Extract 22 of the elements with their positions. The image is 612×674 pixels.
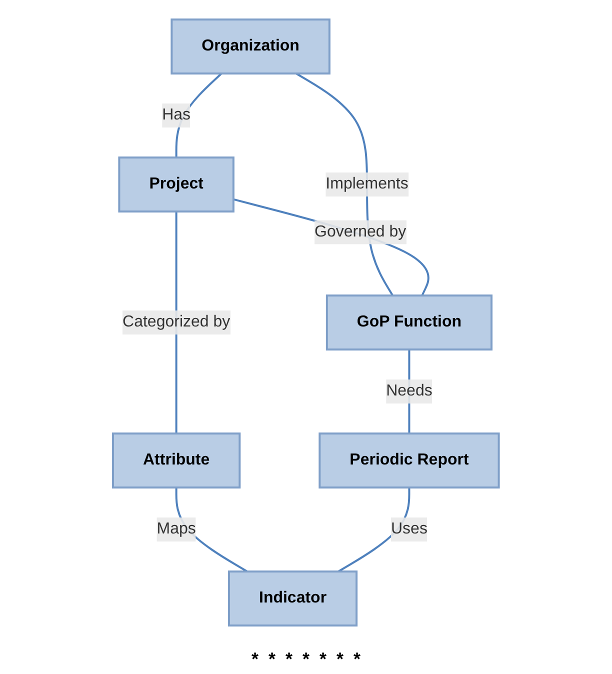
edge-label: Categorized by — [122, 314, 230, 330]
multiplicity-mark: * — [268, 649, 276, 670]
multiplicity-mark: * — [354, 649, 361, 670]
node-box: Organization — [170, 18, 331, 74]
edge-label: Has — [162, 106, 191, 124]
edge-label: Uses — [391, 520, 428, 538]
multiplicity-mark: * — [336, 649, 344, 670]
multiplicity-mark: * — [302, 649, 310, 670]
node-box: Attribute — [112, 432, 241, 488]
multiplicity-mark: * — [251, 649, 258, 670]
node-box: Periodic Report — [318, 432, 500, 488]
edge-label: Maps — [156, 520, 196, 538]
node-box: GoP Function — [326, 294, 493, 350]
multiplicity-mark: * — [285, 649, 292, 670]
edge-label: Governed by — [314, 223, 406, 240]
edge-label: Implements — [326, 176, 408, 192]
connector — [175, 212, 178, 434]
edge-label: Needs — [386, 382, 432, 400]
node-box: Project — [118, 156, 235, 212]
multiplicity-mark: * — [320, 649, 327, 670]
connector — [233, 198, 430, 296]
node-box: Indicator — [228, 570, 358, 626]
